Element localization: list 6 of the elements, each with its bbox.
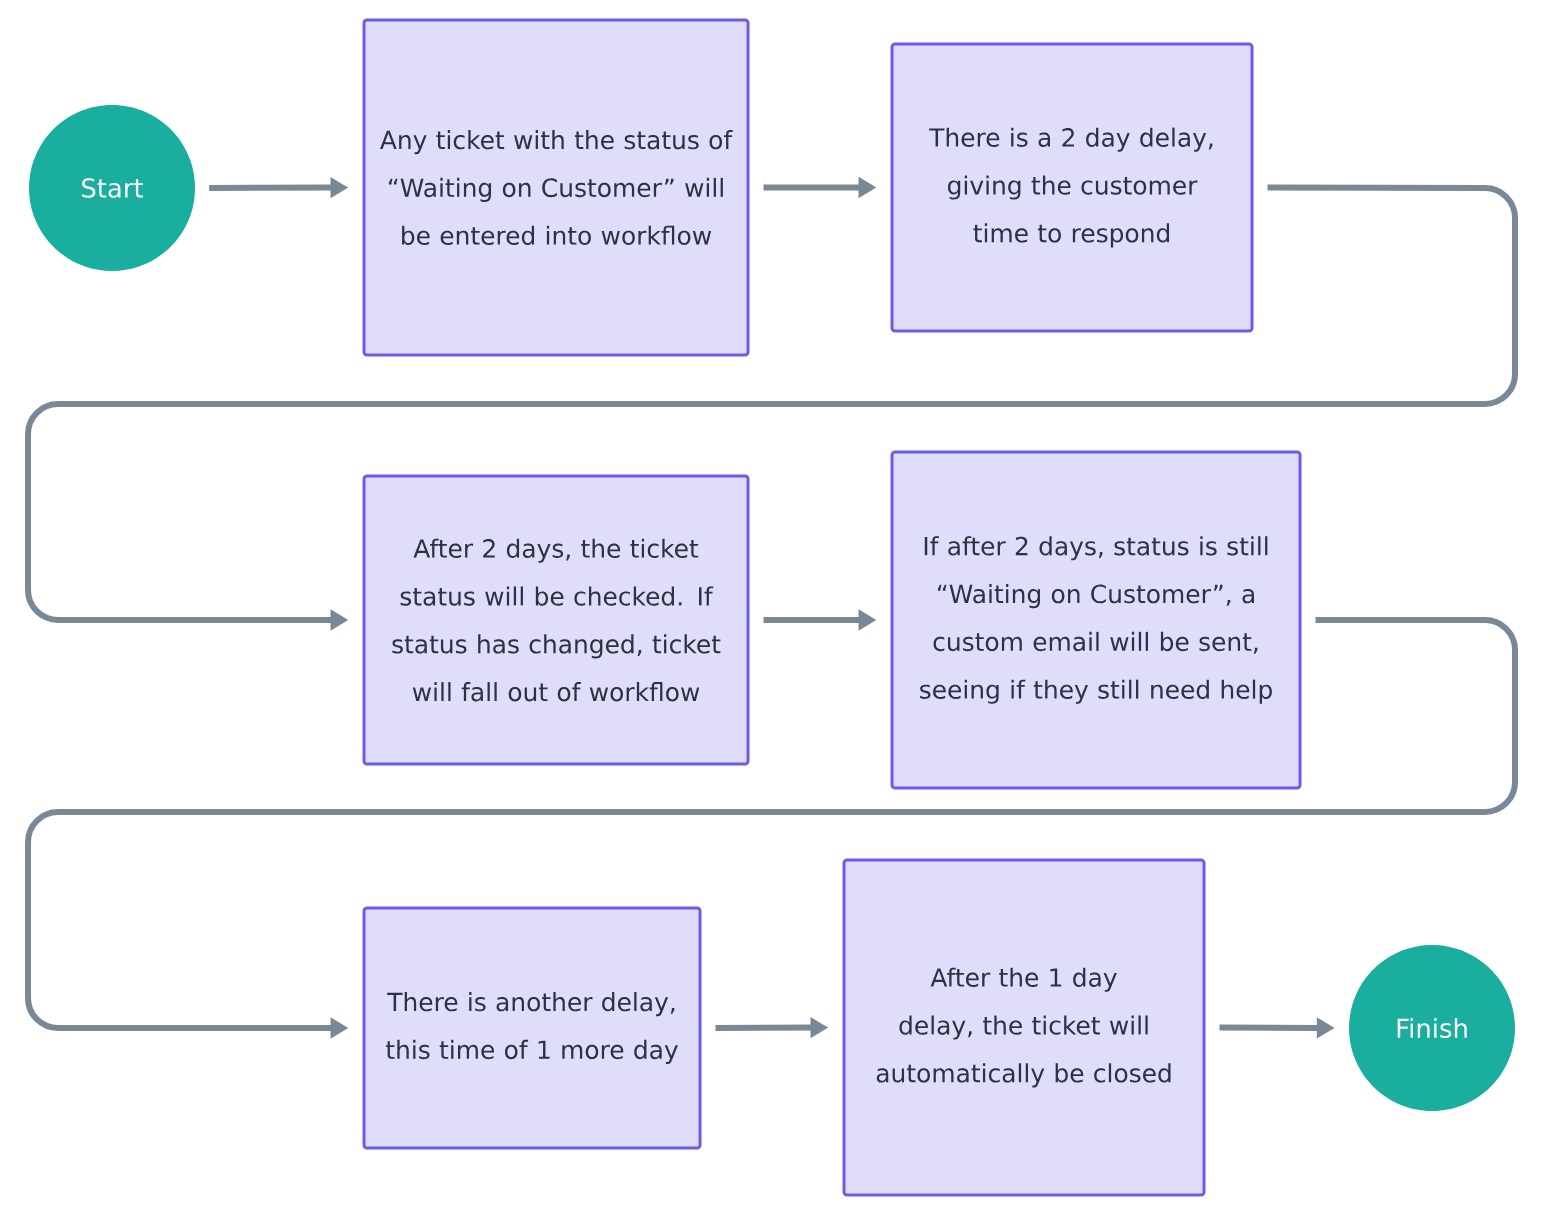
process-box: After the 1 day delay, the ticket will automatically be closed [842, 858, 1206, 1197]
process-box: After 2 days, the ticket status will be checked. If status has changed, ticket will fall out of workflow [362, 474, 750, 766]
process-box: There is another delay, this time of 1 more day [362, 906, 702, 1150]
process-box: If after 2 days, status is still “Waiting on Customer”, a custom email will be sent, seeing if they still need help [890, 450, 1302, 790]
process-box: There is a 2 day delay, giving the customer time to respond [890, 42, 1254, 333]
process-box: Any ticket with the status of “Waiting on Customer” will be entered into workflow [362, 18, 750, 357]
